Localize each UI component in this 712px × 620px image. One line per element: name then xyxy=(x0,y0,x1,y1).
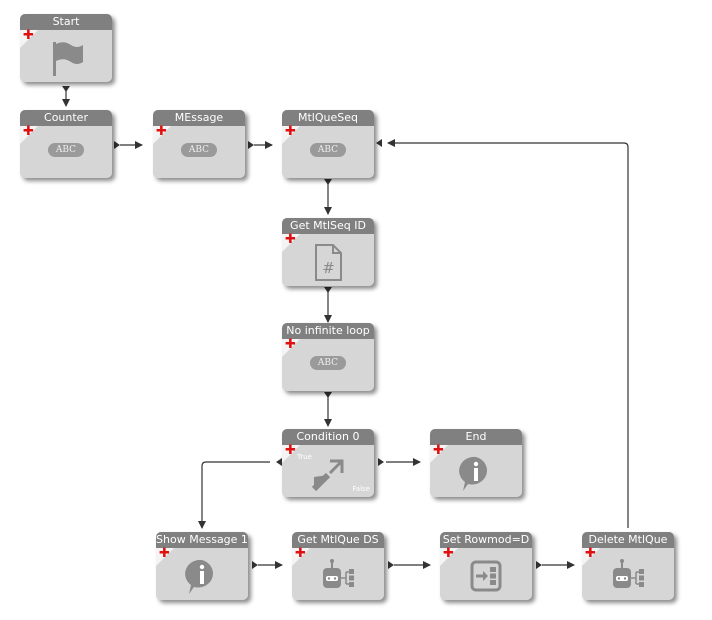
node-start[interactable]: Start ✚ xyxy=(20,14,112,82)
false-branch-label: False xyxy=(352,485,370,493)
node-title: MtlQueSeq xyxy=(282,110,374,126)
node-title: Get MtlQue DS xyxy=(292,532,384,548)
add-icon[interactable]: ✚ xyxy=(285,443,296,458)
add-icon[interactable]: ✚ xyxy=(433,443,444,458)
abc-variable-icon: ABC xyxy=(310,356,346,370)
node-title: MEssage xyxy=(153,110,245,126)
info-bubble-icon xyxy=(459,456,488,491)
svg-text:#: # xyxy=(322,259,335,277)
add-icon[interactable]: ✚ xyxy=(159,546,170,561)
node-set-rowmod-d[interactable]: Set Rowmod=D ✚ xyxy=(440,532,532,600)
node-show-message-1[interactable]: Show Message 1 ✚ xyxy=(156,532,248,600)
node-condition-0[interactable]: Condition 0 ✚ True False xyxy=(282,429,374,497)
abc-variable-icon: ABC xyxy=(310,143,346,157)
node-title: Counter xyxy=(20,110,112,126)
true-branch-label: True xyxy=(297,453,312,461)
dataset-robot-icon xyxy=(323,559,354,588)
node-title: Get MtlSeq ID xyxy=(282,218,374,234)
add-icon[interactable]: ✚ xyxy=(23,124,34,139)
abc-variable-icon: ABC xyxy=(48,143,84,157)
node-message[interactable]: MEssage ✚ ABC xyxy=(153,110,245,178)
add-icon[interactable]: ✚ xyxy=(443,546,454,561)
node-title: Start xyxy=(20,14,112,30)
hash-document-icon: # xyxy=(315,244,342,281)
node-no-infinite-loop[interactable]: No infinite loop ✚ ABC xyxy=(282,323,374,391)
node-title: Set Rowmod=D xyxy=(440,532,532,548)
node-title: End xyxy=(430,429,522,445)
add-icon[interactable]: ✚ xyxy=(23,28,34,43)
node-get-mtlque-ds[interactable]: Get MtlQue DS ✚ xyxy=(292,532,384,600)
add-icon[interactable]: ✚ xyxy=(285,337,296,352)
add-icon[interactable]: ✚ xyxy=(156,124,167,139)
abc-variable-icon: ABC xyxy=(181,143,217,157)
set-field-icon xyxy=(470,560,502,592)
dataset-robot-icon xyxy=(613,559,644,588)
connector-delete-mtlqueseq xyxy=(387,139,629,528)
node-title: Delete MtlQue xyxy=(582,532,674,548)
node-title: Condition 0 xyxy=(282,429,374,445)
add-icon[interactable]: ✚ xyxy=(585,546,596,561)
flag-icon xyxy=(53,42,83,76)
connector-condition-showmsg xyxy=(198,461,270,529)
add-icon[interactable]: ✚ xyxy=(295,546,306,561)
node-mtlqueseq[interactable]: MtlQueSeq ✚ ABC xyxy=(282,110,374,178)
condition-arrow-icon xyxy=(311,459,344,492)
info-bubble-icon xyxy=(185,559,214,594)
add-icon[interactable]: ✚ xyxy=(285,232,296,247)
node-title: Show Message 1 xyxy=(156,532,248,548)
node-title: No infinite loop xyxy=(282,323,374,339)
node-get-mtlseq-id[interactable]: Get MtlSeq ID ✚ # xyxy=(282,218,374,286)
add-icon[interactable]: ✚ xyxy=(285,124,296,139)
node-end[interactable]: End ✚ xyxy=(430,429,522,497)
node-delete-mtlque[interactable]: Delete MtlQue ✚ xyxy=(582,532,674,600)
node-counter[interactable]: Counter ✚ ABC xyxy=(20,110,112,178)
